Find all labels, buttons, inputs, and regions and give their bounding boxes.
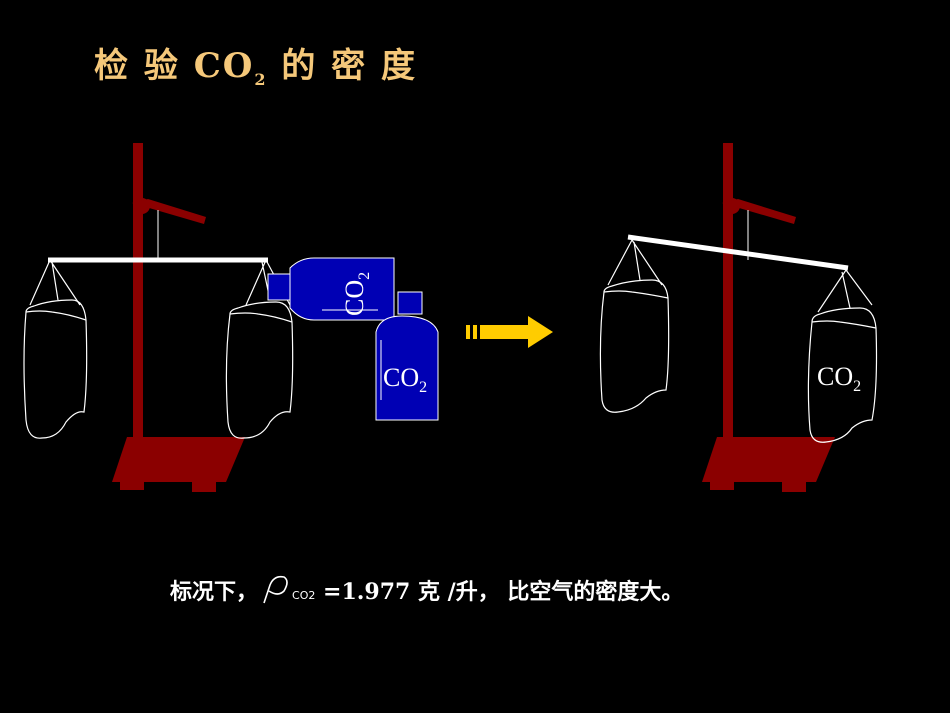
balance-beam-right (627, 234, 849, 271)
rho-subscript: CO2 (292, 589, 316, 602)
stand-left-icon (112, 143, 245, 492)
bag-left-1-icon (23, 259, 88, 439)
gas-cylinder-icon: CO2 (375, 291, 439, 421)
slide-title: 检 验 CO2 的 密 度 (94, 46, 418, 89)
caption: 标况下， CO2 =1.977 克 /升， 比空气的密度大。 (170, 573, 683, 606)
svg-text:CO2: CO2 (340, 272, 373, 316)
stand-right-icon (702, 143, 835, 492)
bag-label: CO (817, 362, 853, 391)
cylinder-label: CO (383, 363, 419, 392)
bottle-label: CO (340, 280, 369, 316)
caption-lead: 标况下， (170, 579, 259, 605)
bag-right-2-icon: CO2 (807, 269, 878, 443)
rho-icon (258, 573, 292, 604)
gas-bottle-icon: CO2 (267, 257, 395, 321)
svg-text:CO2: CO2 (383, 363, 427, 396)
caption-value: =1.977 克 /升， 比空气的密度大。 (323, 579, 684, 605)
bag-right-1-icon (599, 239, 670, 413)
arrow-right-icon (466, 316, 553, 348)
svg-text:CO2: CO2 (817, 362, 861, 395)
